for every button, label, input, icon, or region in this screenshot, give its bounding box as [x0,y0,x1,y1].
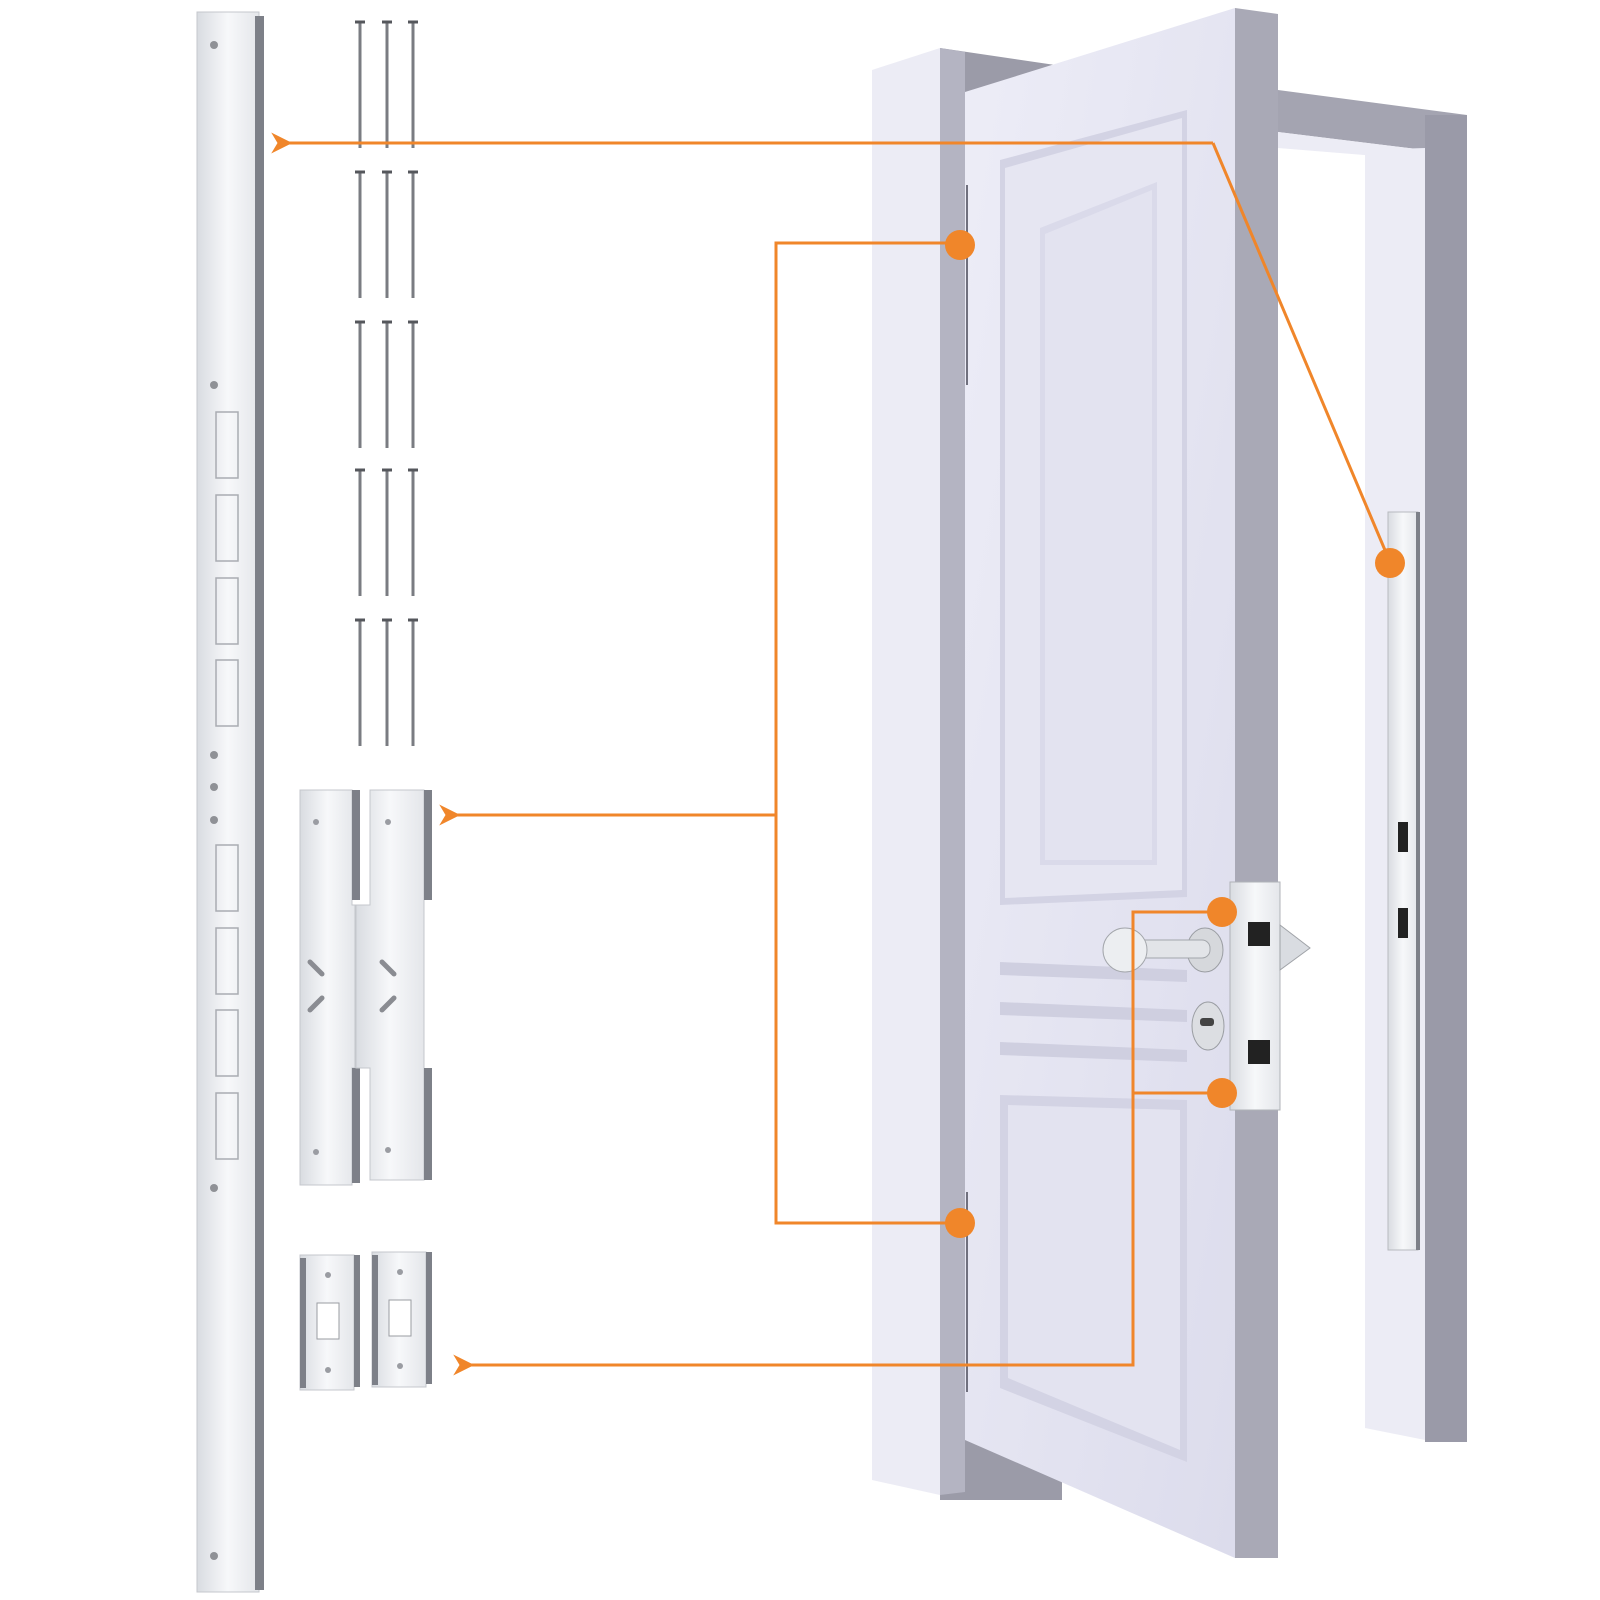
strip-hole [210,41,218,49]
screw [408,320,418,448]
strip-hole [210,751,218,759]
screw [408,170,418,298]
screw [382,618,392,746]
lock-hardware [1102,881,1311,1111]
strip-slot [215,844,239,912]
strip-slot [215,411,239,479]
strip-hole [210,1552,218,1560]
hinge-plate-right [355,789,432,1181]
callout-dot [1375,548,1405,578]
callout-dot [1207,897,1237,927]
strike-plate-right [371,1251,432,1388]
callout-lines [271,132,1392,1376]
screw [382,468,392,596]
long-jamb-strip [196,11,264,1593]
screw [355,618,365,746]
strip-hole [210,381,218,389]
screw [355,320,365,448]
door-slab [965,8,1278,1558]
callout-dot [945,1208,975,1238]
strip-slot [215,577,239,645]
hinge-plate-left [299,789,360,1186]
callout-long-strip-diagonal [1211,142,1392,563]
installed-jamb-strip [1387,511,1420,1251]
strike-plate-left [299,1254,360,1391]
screw [408,20,418,148]
strip-hole [210,783,218,791]
screw [408,618,418,746]
strip-slot [215,659,239,727]
screw [355,468,365,596]
strip-slot [215,494,239,562]
screw [382,170,392,298]
callout-dot [945,230,975,260]
callout-dot [1207,1078,1237,1108]
screw [408,468,418,596]
strike-reinforcement-plates [299,1251,432,1391]
callout-dots [945,230,1405,1238]
strip-hole [210,816,218,824]
strip-slot [215,1092,239,1160]
callout-strike [453,910,1222,1376]
callout-hinge-plates [774,241,960,1225]
screw [382,20,392,148]
screws [355,20,418,746]
door-assembly [872,8,1467,1558]
screw [382,320,392,448]
strip-hole [210,1184,218,1192]
strip-slot [215,927,239,995]
screw [355,170,365,298]
strip-slot [215,1009,239,1077]
hinge-reinforcement-plates [299,789,432,1186]
screw [355,20,365,148]
